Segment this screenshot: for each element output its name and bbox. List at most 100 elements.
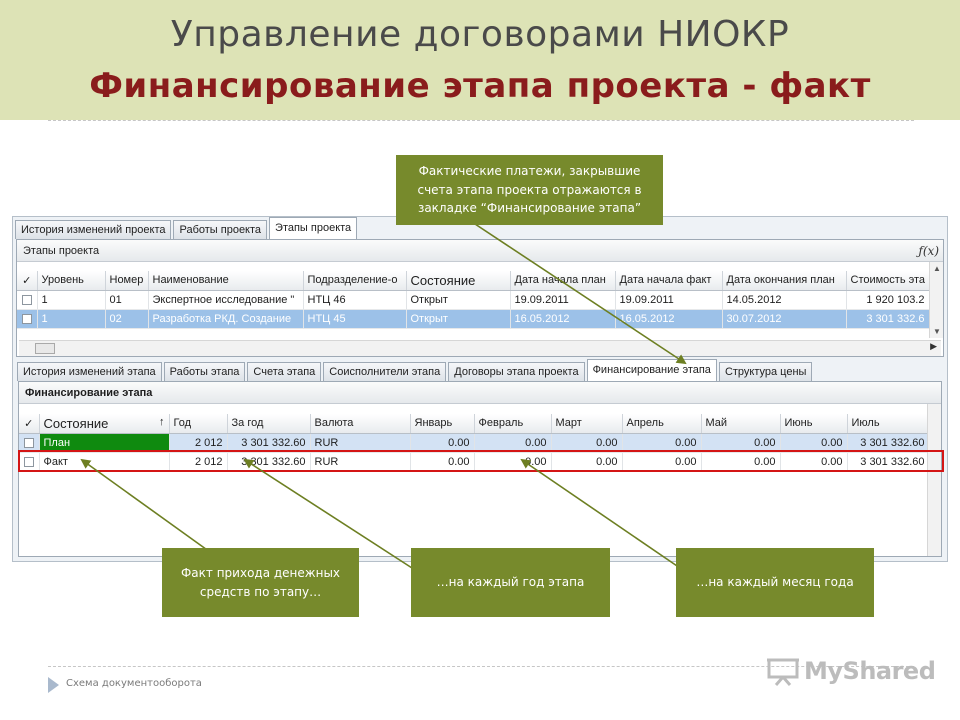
stages-table: ✓ Уровень Номер Наименование Подразделен… [17,271,930,329]
footer-triangle-icon [48,677,59,693]
cell-april: 0.00 [622,433,702,453]
stages-horizontal-scrollbar[interactable]: ▶ [19,340,941,356]
cell-april: 0.00 [622,452,702,472]
cell-start-fact: 16.05.2012 [615,309,723,329]
row-checkbox[interactable] [23,456,34,467]
col-state-label: Состояние [43,415,109,431]
cell-state: Открыт [406,290,511,310]
app-window: История изменений проекта Работы проекта… [12,216,948,562]
col-level[interactable]: Уровень [37,271,106,291]
stages-panel: Этапы проекта ƒ(x) ✓ Уровень Номер Наиме… [16,239,944,357]
cell-per-year: 3 301 332.60 [227,433,311,453]
logo-text: MyShared [804,657,936,685]
row-checkbox[interactable] [21,294,32,305]
col-may[interactable]: Май [701,414,781,434]
cell-march: 0.00 [551,433,623,453]
cell-june: 0.00 [780,433,848,453]
select-all-check-icon[interactable]: ✓ [19,414,40,434]
col-number[interactable]: Номер [105,271,149,291]
table-row[interactable]: План 2 012 3 301 332.60 RUR 0.00 0.00 0.… [19,433,930,453]
tab-project-stages[interactable]: Этапы проекта [269,217,358,239]
scroll-thumb[interactable] [35,343,55,354]
tab-project-works[interactable]: Работы проекта [173,220,268,239]
col-year[interactable]: Год [169,414,228,434]
cell-name: Экспертное исследование " [148,290,304,310]
cell-cost: 3 301 332.6 [846,309,930,329]
col-start-plan[interactable]: Дата начала план [510,271,616,291]
stages-panel-title-text: Этапы проекта [23,245,100,257]
cell-state: Факт [39,452,170,472]
stages-vertical-scrollbar[interactable]: ▲ ▼ [929,262,943,338]
col-february[interactable]: Февраль [474,414,552,434]
scroll-down-icon[interactable]: ▼ [933,327,941,336]
cell-state: План [39,433,170,453]
tab-stage-financing[interactable]: Финансирование этапа [586,359,717,381]
cell-year: 2 012 [169,452,228,472]
financing-panel-title: Финансирование этапа [19,382,941,404]
header-band [0,0,960,120]
cell-end-plan: 14.05.2012 [722,290,847,310]
financing-table: ✓ Состояние ↑ Год За год Валюта Январь Фе… [19,414,930,472]
tab-price-structure[interactable]: Структура цены [718,362,813,381]
col-cost[interactable]: Стоимость эта [846,271,930,291]
cell-february: 0.00 [474,433,552,453]
table-row[interactable]: Факт 2 012 3 301 332.60 RUR 0.00 0.00 0.… [19,452,930,472]
cell-start-plan: 16.05.2012 [510,309,616,329]
cell-february: 0.00 [474,452,552,472]
col-per-year[interactable]: За год [227,414,311,434]
cell-level: 1 [37,309,106,329]
row-checkbox[interactable] [21,313,32,324]
tab-stage-history[interactable]: История изменений этапа [17,362,162,381]
financing-header-row: ✓ Состояние ↑ Год За год Валюта Январь Фе… [19,414,930,434]
table-row[interactable]: 1 01 Экспертное исследование " НТЦ 46 От… [17,290,930,310]
select-all-check-icon[interactable]: ✓ [17,271,38,291]
col-state[interactable]: Состояние ↑ [39,414,170,434]
callout-financing-tab: Фактические платежи, закрывшие счета эта… [396,155,663,225]
cell-currency: RUR [310,452,411,472]
col-april[interactable]: Апрель [622,414,702,434]
col-state[interactable]: Состояние [406,271,511,291]
row-checkbox[interactable] [23,437,34,448]
col-currency[interactable]: Валюта [310,414,411,434]
tab-project-history[interactable]: История изменений проекта [15,220,172,239]
stage-tabs: История изменений этапа Работы этапа Сче… [17,359,814,381]
tab-stage-works[interactable]: Работы этапа [163,362,246,381]
tab-stage-contracts[interactable]: Договоры этапа проекта [448,362,585,381]
cell-per-year: 3 301 332.60 [227,452,311,472]
col-july[interactable]: Июль [847,414,930,434]
scroll-up-icon[interactable]: ▲ [933,264,941,273]
cell-level: 1 [37,290,106,310]
cell-end-plan: 30.07.2012 [722,309,847,329]
col-name[interactable]: Наименование [148,271,304,291]
col-end-plan[interactable]: Дата окончания план [722,271,847,291]
footer-text: Схема документооборота [66,678,202,689]
callout-per-month: …на каждый месяц года [676,548,874,617]
header-divider [48,120,914,121]
scroll-right-icon[interactable]: ▶ [930,341,937,351]
tab-stage-invoices[interactable]: Счета этапа [247,362,322,381]
col-department[interactable]: Подразделение-о [303,271,407,291]
cell-number: 01 [105,290,149,310]
table-row[interactable]: 1 02 Разработка РКД. Создание НТЦ 45 Отк… [17,309,930,329]
logo: MyShared [766,656,936,686]
cell-year: 2 012 [169,433,228,453]
tab-stage-coexecutors[interactable]: Соисполнители этапа [323,362,447,381]
footer-divider [48,666,914,667]
financing-panel: Финансирование этапа ✓ Состояние ↑ Год За… [18,381,942,557]
slide-subtitle: Финансирование этапа проекта - факт [89,66,871,106]
sort-up-icon[interactable]: ↑ [159,415,165,428]
col-january[interactable]: Январь [410,414,475,434]
cell-department: НТЦ 45 [303,309,407,329]
stages-panel-title: Этапы проекта ƒ(x) [17,240,943,262]
col-june[interactable]: Июнь [780,414,848,434]
cell-currency: RUR [310,433,411,453]
col-march[interactable]: Март [551,414,623,434]
formula-icon[interactable]: ƒ(x) [918,244,939,258]
presentation-icon [767,658,799,686]
financing-vertical-scrollbar[interactable] [927,404,941,556]
cell-may: 0.00 [701,433,781,453]
callout-per-year: …на каждый год этапа [411,548,610,617]
col-start-fact[interactable]: Дата начала факт [615,271,723,291]
cell-june: 0.00 [780,452,848,472]
cell-department: НТЦ 46 [303,290,407,310]
